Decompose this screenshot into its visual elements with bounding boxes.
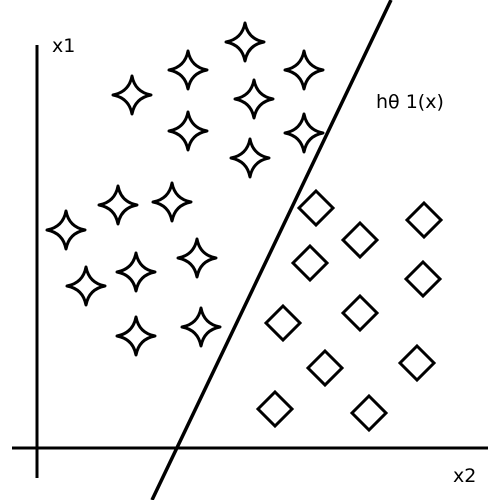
diamond-marker [290,243,330,283]
star-marker [151,181,193,223]
diamond-marker [296,188,336,228]
diamond-marker [404,200,444,240]
star-marker [224,21,266,63]
diamond-marker [340,220,380,260]
star-marker [283,49,325,91]
star-marker [167,49,209,91]
star-marker [233,78,275,120]
star-marker [111,74,153,116]
diamond-marker [403,259,443,299]
diamond-marker [397,343,437,383]
boundary-label: hθ 1(x) [376,91,444,113]
diamond-markers-group [255,188,444,433]
star-marker [65,265,107,307]
star-marker [180,306,222,348]
star-marker [167,110,209,152]
diamond-marker [349,393,389,433]
diamond-marker [255,389,295,429]
y-axis-label: x1 [52,35,75,57]
star-marker [229,137,271,179]
star-marker [283,112,325,154]
x-axis-label: x2 [453,465,476,487]
star-marker [97,184,139,226]
star-marker [176,237,218,279]
star-marker [115,315,157,357]
star-markers-group [45,21,325,357]
star-marker [115,251,157,293]
diamond-marker [305,348,345,388]
diamond-marker [340,293,380,333]
star-marker [45,209,87,251]
diamond-marker [263,303,303,343]
decision-boundary-line [150,0,393,500]
